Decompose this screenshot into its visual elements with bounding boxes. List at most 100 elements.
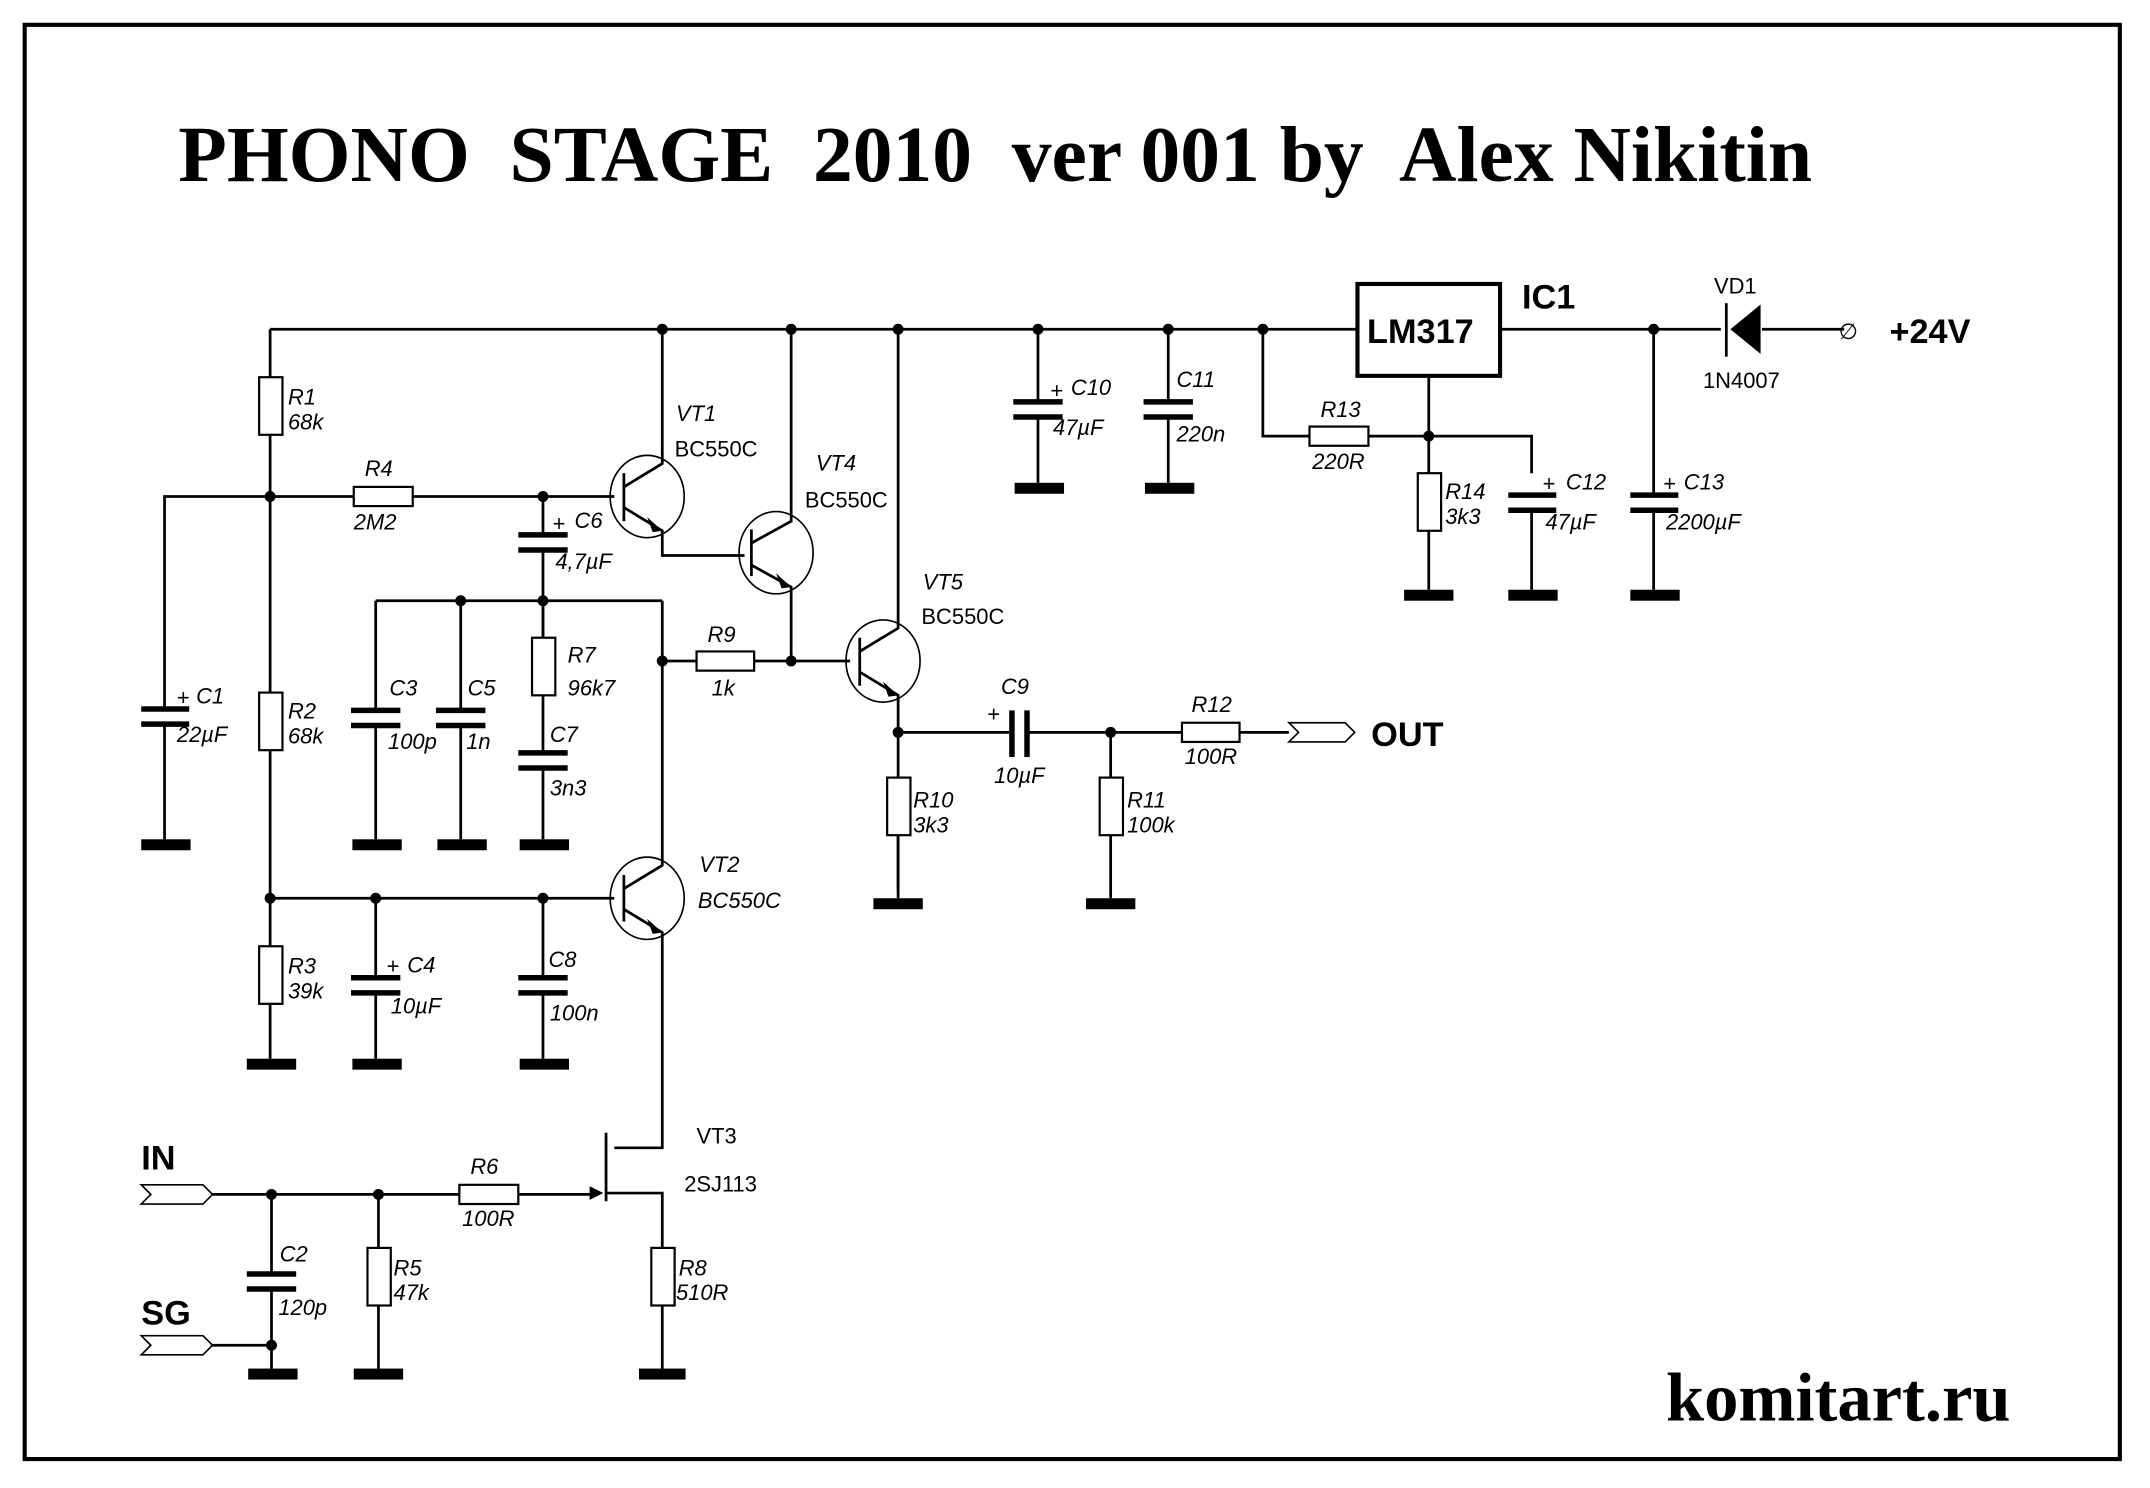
r3-ref: R3 (288, 954, 316, 979)
r13-ref: R13 (1320, 397, 1360, 422)
ground-icon (352, 839, 402, 851)
c4-value: 10µF (391, 993, 443, 1018)
svg-text:+: + (387, 954, 400, 979)
svg-text:+: + (553, 511, 566, 536)
resistor-r10 (886, 776, 912, 837)
c13-value: 2200µF (1665, 509, 1742, 534)
r4-ref: R4 (365, 456, 393, 481)
c3-ref: C3 (389, 675, 417, 700)
ground-icon (437, 839, 487, 851)
r8-ref: R8 (679, 1255, 708, 1280)
ic1-part: LM317 (1367, 313, 1474, 351)
ground-icon (519, 839, 570, 851)
r10-value: 3k3 (913, 812, 948, 837)
r11-value: 100k (1127, 812, 1176, 837)
schematic-title: PHONO STAGE 2010 ver 001 by Alex Nikitin (178, 111, 1812, 199)
svg-text:+: + (1663, 471, 1676, 496)
vd1-ref: VD1 (1714, 274, 1757, 299)
c7-ref: C7 (550, 722, 579, 747)
resistor-r9 (695, 650, 756, 672)
ic1-regulator: LM317 IC1 (1355, 279, 1575, 437)
r6-ref: R6 (470, 1154, 499, 1179)
vt1-ref: VT1 (676, 401, 716, 426)
diode-vd1: VD1 1N4007 (1703, 274, 1780, 394)
c8-value: 100n (550, 1000, 599, 1025)
r4-value: 2M2 (353, 509, 397, 534)
r7-value: 96k7 (568, 675, 616, 700)
c8-ref: C8 (548, 947, 577, 972)
resistor-r12 (1180, 721, 1241, 744)
svg-text:+: + (987, 701, 1000, 726)
r9-value: 1k (712, 675, 736, 700)
input-label: IN (141, 1140, 175, 1178)
positive-rail (270, 323, 1845, 335)
c13-ref: C13 (1684, 470, 1724, 495)
c12-ref: C12 (1566, 470, 1606, 495)
c5-value: 1n (466, 729, 490, 754)
vt3-ref: VT3 (697, 1124, 737, 1149)
svg-text:+: + (1050, 378, 1063, 403)
transistor-vt1: VT1 BC550C (609, 329, 757, 557)
svg-text:+: + (1543, 471, 1556, 496)
c11-ref: C11 (1176, 367, 1215, 392)
resistor-r6 (458, 1183, 520, 1206)
vt4-part: BC550C (805, 487, 888, 512)
r13-value: 220R (1311, 449, 1365, 474)
r5-ref: R5 (394, 1255, 423, 1280)
r3-value: 39k (288, 978, 324, 1003)
c2-ref: C2 (280, 1242, 308, 1267)
vt4-ref: VT4 (816, 450, 856, 475)
ground-icon (1404, 589, 1454, 601)
vt2-ref: VT2 (699, 852, 739, 877)
vt5-ref: VT5 (923, 570, 964, 595)
vd1-part: 1N4007 (1703, 368, 1780, 393)
ground-icon (638, 1368, 686, 1380)
transistor-vt4: VT4 BC550C (738, 329, 888, 662)
vt5-part: BC550C (921, 604, 1004, 629)
resistor-r11 (1098, 776, 1125, 837)
c6-value: 4,7µF (555, 549, 613, 574)
vt2-part: BC550C (698, 888, 781, 913)
c9-value: 10µF (994, 763, 1046, 788)
c5-ref: C5 (468, 675, 497, 700)
c2-value: 120p (278, 1295, 327, 1320)
vt3-part: 2SJ113 (684, 1172, 757, 1197)
r12-ref: R12 (1192, 692, 1232, 717)
r10-ref: R10 (913, 788, 954, 813)
c1-value: 22µF (176, 722, 229, 747)
r11-ref: R11 (1127, 788, 1166, 813)
input-connector: IN (139, 1140, 214, 1205)
ground-icon (1085, 898, 1136, 910)
ground-icon (248, 1368, 298, 1380)
c1-ref: C1 (196, 684, 224, 709)
ground-icon (1014, 482, 1065, 494)
resistor-r3 (258, 945, 284, 1005)
r14-value: 3k3 (1445, 504, 1480, 529)
resistor-r8 (650, 1246, 676, 1307)
c9-ref: C9 (1001, 674, 1029, 699)
ground-icon (873, 898, 923, 910)
transistor-vt2: VT2 BC550C (609, 852, 781, 1150)
ground-icon (1508, 589, 1558, 601)
r14-ref: R14 (1445, 479, 1485, 504)
drawing-frame (22, 22, 2122, 1462)
ic1-ref: IC1 (1522, 279, 1575, 317)
ground-icon (519, 1058, 570, 1070)
website-label: komitart.ru (1666, 1360, 2011, 1436)
c4-ref: C4 (407, 952, 435, 977)
transistor-vt3: VT3 2SJ113 (589, 1124, 757, 1248)
resistor-r13 (1308, 425, 1370, 447)
r2-value: 68k (288, 723, 324, 748)
terminal-icon: ∅ (1839, 319, 1858, 344)
r7-ref: R7 (568, 642, 597, 667)
ground-icon (353, 1368, 404, 1380)
ground-icon (246, 1058, 297, 1070)
resistor-r14 (1416, 472, 1443, 532)
c7-value: 3n3 (550, 775, 587, 800)
resistor-r5 (366, 1246, 392, 1307)
ground-icon (352, 1058, 402, 1070)
output-connector: OUT (1286, 716, 1444, 754)
output-label: OUT (1371, 716, 1443, 754)
r12-value: 100R (1185, 744, 1238, 769)
